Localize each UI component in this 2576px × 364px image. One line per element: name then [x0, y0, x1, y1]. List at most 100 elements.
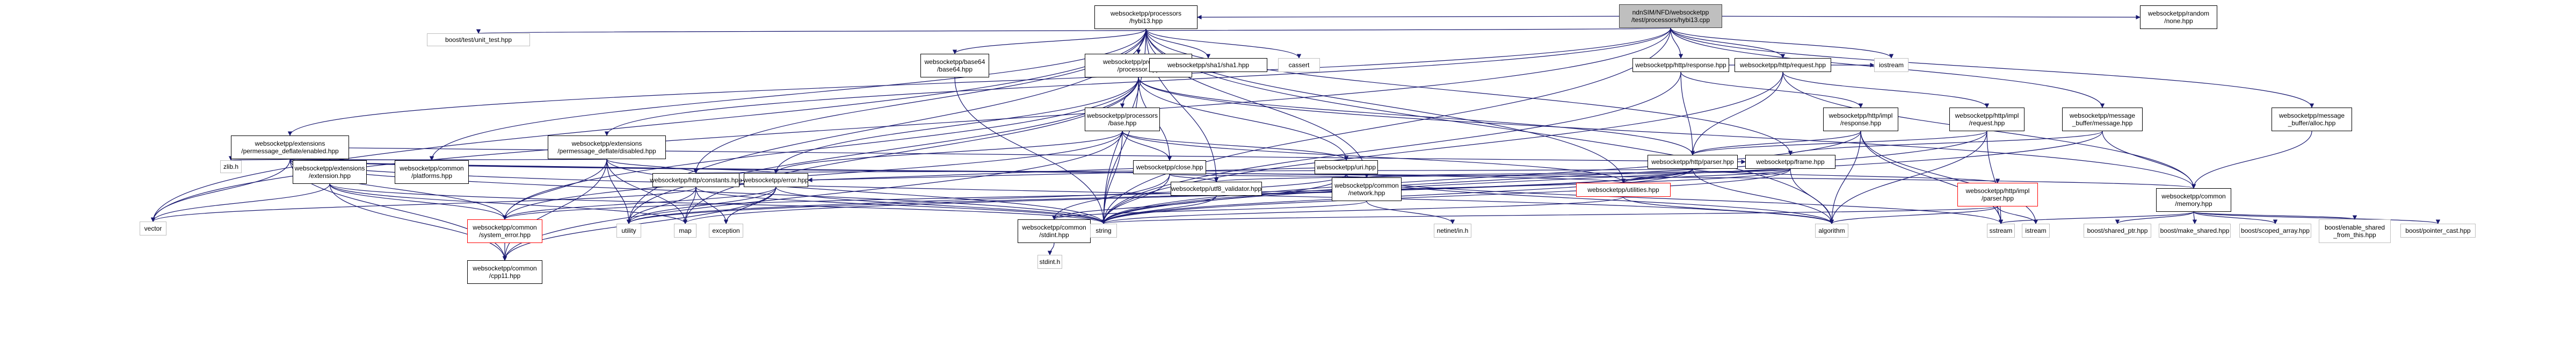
edge-http_constants-to-map [683, 187, 696, 224]
edge-http_request-to-http_parser [1690, 72, 1783, 155]
edge-impl_request-to-string [1101, 131, 1987, 224]
edge-utilities-to-string [1101, 196, 1624, 224]
edge-impl_parser-to-string [1101, 206, 1998, 224]
edge-frame-to-system_error [503, 168, 1791, 220]
edge-frame-to-utilities [1621, 168, 1791, 183]
node-proc-base[interactable]: websocketpp/processors /base.hpp [1085, 108, 1160, 131]
node-istream: istream [2022, 224, 2050, 238]
edge-extension-to-map [329, 183, 688, 224]
edge-impl_response-to-algorithm [1829, 131, 1861, 224]
node-shared-ptr: boost/shared_ptr.hpp [2084, 224, 2151, 238]
edge-mb_message-to-string [1101, 131, 2103, 224]
node-hybi13[interactable]: websocketpp/processors /hybi13.hpp [1094, 5, 1198, 29]
edge-hybi13-to-sha1 [1145, 28, 1211, 59]
edge-base64-to-string [954, 77, 1106, 224]
node-system-error[interactable]: websocketpp/common /system_error.hpp [467, 219, 542, 243]
node-close[interactable]: websocketpp/close.hpp [1133, 160, 1206, 174]
edge-impl_response-to-string [1101, 131, 1861, 224]
node-exception: exception [709, 224, 743, 238]
edge-memory-to-shared_ptr [2115, 211, 2194, 224]
edge-frame-to-network [1365, 168, 1791, 178]
edge-utf8-to-stdint [1051, 195, 1217, 220]
node-memory[interactable]: websocketpp/common /memory.hpp [2156, 188, 2231, 212]
node-pmd-enabled[interactable]: websocketpp/extensions /permessage_defla… [231, 135, 349, 159]
node-mb-alloc[interactable]: websocketpp/message _buffer/alloc.hpp [2272, 108, 2352, 131]
edge-http_response-to-http_parser [1680, 72, 1695, 155]
edge-memory-to-make_shared [2192, 211, 2197, 224]
node-error[interactable]: websocketpp/error.hpp [743, 173, 809, 187]
edge-impl_response-to-sstream [1860, 131, 2004, 224]
node-impl-parser[interactable]: websocketpp/http/impl /parser.hpp [1957, 183, 2038, 206]
edge-processor-to-memory [1138, 77, 2196, 189]
edge-hybi13-to-vector [150, 28, 1146, 222]
edge-processor-to-system_error [502, 77, 1139, 220]
edge-http_response-to-impl_response [1680, 72, 1863, 108]
node-network[interactable]: websocketpp/common /network.hpp [1332, 177, 1402, 201]
edge-pmd_disabled-to-cpp11 [502, 159, 607, 261]
edge-root-to-unit_test [478, 27, 1671, 34]
edge-extension-to-cpp11 [329, 183, 507, 261]
node-pmd-disabled[interactable]: websocketpp/extensions /permessage_defla… [548, 135, 666, 159]
edge-http_request-to-impl_request [1782, 72, 1990, 108]
node-stdint[interactable]: websocketpp/common /stdint.hpp [1018, 219, 1091, 243]
edge-impl_parser-to-algorithm [1829, 206, 1998, 224]
node-http-constants[interactable]: websocketpp/http/constants.hpp [650, 173, 742, 187]
edge-root-to-pmd_enabled [287, 27, 1671, 136]
node-sstream: sstream [1987, 224, 2015, 238]
node-utilities[interactable]: websocketpp/utilities.hpp [1576, 183, 1671, 197]
edge-network-to-stdint [1052, 201, 1367, 220]
edge-frame-to-algorithm [1790, 168, 1834, 224]
node-base64[interactable]: websocketpp/base64 /base64.hpp [920, 54, 989, 77]
node-platforms[interactable]: websocketpp/common /platforms.hpp [395, 160, 469, 184]
edge-error-to-string [775, 187, 1106, 224]
node-extension[interactable]: websocketpp/extensions /extension.hpp [293, 160, 367, 184]
edge-processor-to-map [683, 77, 1139, 224]
node-http-response[interactable]: websocketpp/http/response.hpp [1632, 58, 1729, 72]
node-frame[interactable]: websocketpp/frame.hpp [1745, 155, 1835, 169]
edge-error-to-exception [723, 187, 777, 224]
edge-uri-to-error [808, 167, 1347, 183]
edge-error-to-system_error [502, 187, 777, 220]
node-cpp11[interactable]: websocketpp/common /cpp11.hpp [467, 260, 542, 284]
edge-impl_parser-to-istream [1997, 206, 2038, 224]
edge-hybi13-to-base64 [952, 28, 1146, 54]
edge-http_parser-to-utility [627, 168, 1693, 224]
node-http-parser[interactable]: websocketpp/http/parser.hpp [1648, 155, 1738, 169]
node-zlib: zlib.h [220, 160, 242, 173]
node-string: string [1090, 224, 1117, 238]
edge-uri-to-utility [627, 174, 1347, 224]
edge-memory-to-pointer_cast [2193, 211, 2440, 224]
edge-http_parser-to-map [683, 168, 1693, 224]
node-enable-shared: boost/enable_shared _from_this.hpp [2319, 219, 2391, 243]
node-impl-request[interactable]: websocketpp/http/impl /request.hpp [1949, 108, 2024, 131]
edge-root-to-random_none [1670, 15, 2140, 20]
node-utility: utility [616, 224, 641, 238]
node-http-request[interactable]: websocketpp/http/request.hpp [1735, 58, 1831, 72]
edge-impl_response-to-http_parser [1690, 131, 1861, 155]
edge-memory-to-enable_shared [2193, 211, 2357, 220]
node-random-none[interactable]: websocketpp/random /none.hpp [2140, 5, 2217, 29]
edge-hybi13-to-utility [626, 28, 1146, 224]
edge-frame-to-string [1101, 168, 1791, 224]
edge-utilities-to-algorithm [1623, 196, 1834, 224]
edge-network-to-netinet [1366, 201, 1455, 224]
edge-processor-to-uri [1138, 77, 1349, 161]
node-stdint-h: stdint.h [1037, 255, 1062, 269]
edge-pmd_enabled-to-utilities [289, 159, 1626, 183]
node-make-shared: boost/make_shared.hpp [2159, 224, 2231, 238]
edge-http_constants-to-vector [151, 187, 696, 222]
node-uri[interactable]: websocketpp/uri.hpp [1315, 160, 1378, 174]
node-sha1[interactable]: websocketpp/sha1/sha1.hpp [1149, 58, 1267, 72]
edge-processor-to-error [773, 77, 1139, 174]
edge-pmd_disabled-to-system_error [502, 159, 607, 220]
edge-pmd_disabled-to-extension [329, 155, 607, 161]
edge-proc_base-to-string [1101, 131, 1123, 224]
node-netinet: netinet/in.h [1434, 224, 1471, 238]
node-impl-response[interactable]: websocketpp/http/impl /response.hpp [1823, 108, 1898, 131]
node-iostream: iostream [1874, 58, 1909, 72]
node-utf8[interactable]: websocketpp/utf8_validator.hpp [1171, 182, 1262, 196]
edge-proc_base-to-system_error [502, 131, 1123, 220]
node-mb-message[interactable]: websocketpp/message _buffer/message.hpp [2062, 108, 2143, 131]
edge-close-to-error [808, 167, 1170, 182]
